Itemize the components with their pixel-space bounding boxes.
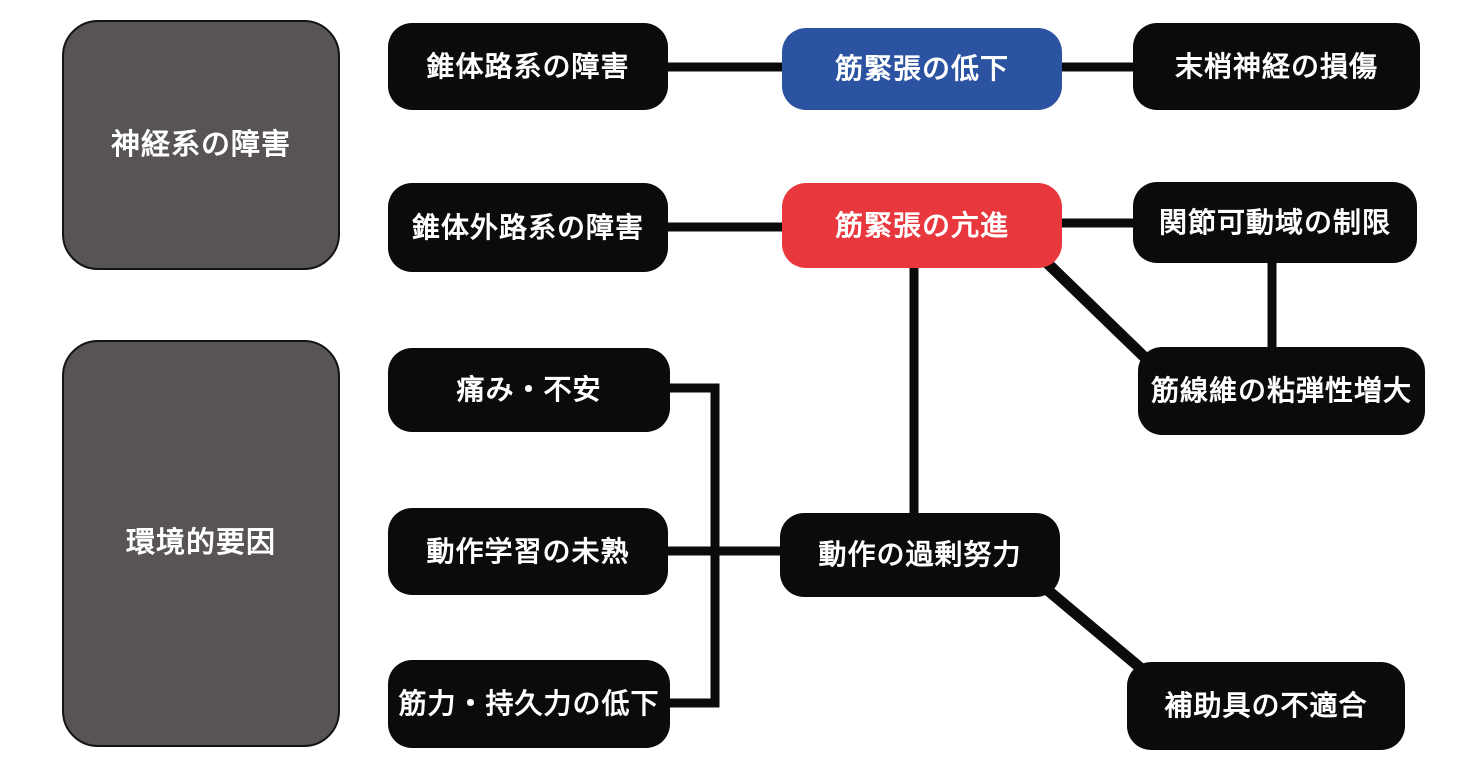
node-rom-limitation: 関節可動域の制限 <box>1133 182 1417 263</box>
node-immature-motor-learning: 動作学習の未熟 <box>388 508 668 595</box>
node-hypotonia: 筋緊張の低下 <box>782 28 1062 110</box>
node-muscle-fiber-viscoelasticity: 筋線維の粘弾性増大 <box>1138 347 1425 435</box>
node-peripheral-nerve-injury: 末梢神経の損傷 <box>1133 23 1420 110</box>
group-environmental-factors: 環境的要因 <box>62 340 340 747</box>
node-assistive-device-mismatch: 補助具の不適合 <box>1127 662 1405 750</box>
node-excessive-movement-effort: 動作の過剰努力 <box>780 513 1060 597</box>
node-pyramidal-tract-disorder: 錐体路系の障害 <box>388 23 668 110</box>
node-hypertonia: 筋緊張の亢進 <box>782 183 1062 268</box>
node-extrapyramidal-tract-disorder: 錐体外路系の障害 <box>388 183 668 272</box>
node-strength-endurance-decline: 筋力・持久力の低下 <box>388 660 670 748</box>
group-nervous-system-disorder: 神経系の障害 <box>62 20 340 270</box>
node-pain-anxiety: 痛み・不安 <box>388 348 670 432</box>
